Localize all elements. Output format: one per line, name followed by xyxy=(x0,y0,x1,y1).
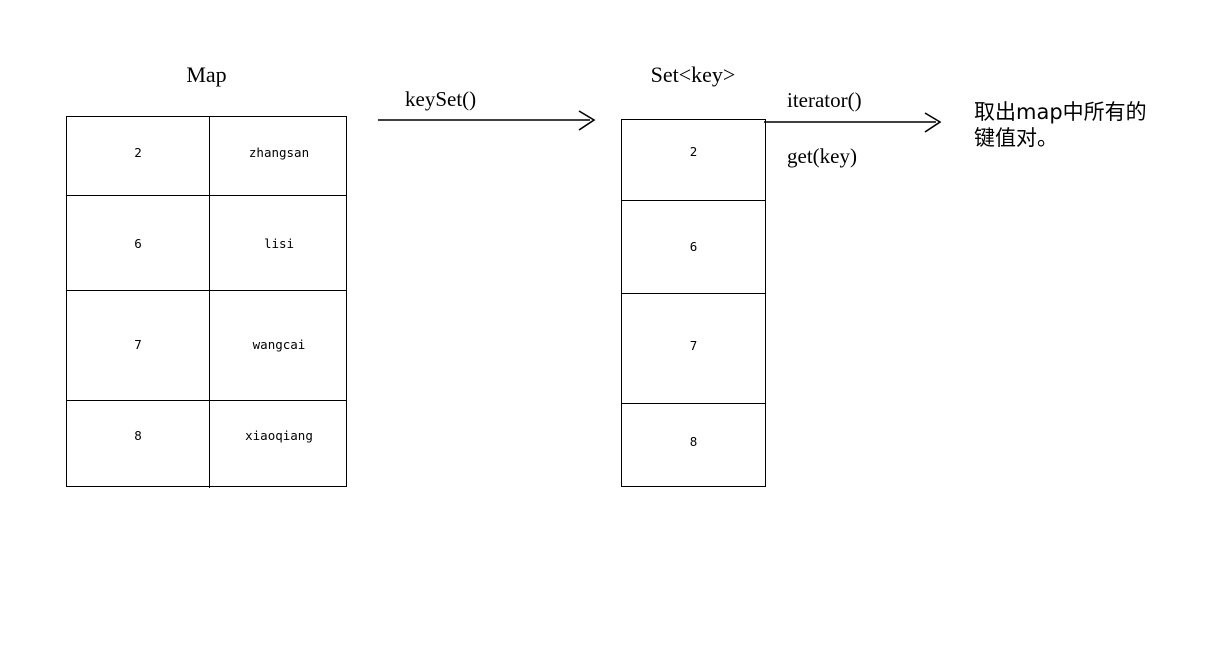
set-table: 2 6 7 8 xyxy=(621,119,766,487)
map-value-text: lisi xyxy=(263,236,295,251)
keyset-arrow-icon xyxy=(378,110,596,131)
map-key-text: 6 xyxy=(134,236,142,251)
set-key-text: 6 xyxy=(689,239,698,254)
set-key-text: 7 xyxy=(689,338,698,353)
table-row: 6 lisi xyxy=(67,196,346,291)
map-value-text: xiaoqiang xyxy=(245,428,313,443)
keyset-arrow-label: keySet() xyxy=(405,87,477,111)
table-row: 8 xyxy=(622,404,765,488)
iterator-arrow-label-top: iterator() xyxy=(787,88,862,112)
set-key-cell: 6 xyxy=(622,201,765,293)
map-key-text: 8 xyxy=(134,428,142,443)
table-row: 8 xiaoqiang xyxy=(67,401,346,488)
map-key-cell: 2 xyxy=(67,117,210,195)
set-key-cell: 2 xyxy=(622,120,765,200)
map-table: 2 zhangsan 6 lisi 7 wangcai 8 xyxy=(66,116,347,488)
table-row: 7 wangcai xyxy=(67,291,346,401)
set-key-text: 8 xyxy=(689,434,698,449)
explanation-note: 取出map中所有的键值对。 xyxy=(974,100,1147,150)
map-value-text: zhangsan xyxy=(248,145,310,160)
table-row: 2 xyxy=(622,120,765,201)
iterator-arrow-label-bottom: get(key) xyxy=(787,144,857,168)
map-key-cell: 8 xyxy=(67,401,210,488)
map-value-text: wangcai xyxy=(252,337,306,352)
set-key-cell: 8 xyxy=(622,404,765,488)
map-value-cell: zhangsan xyxy=(210,117,348,195)
map-key-cell: 7 xyxy=(67,291,210,400)
map-value-cell: lisi xyxy=(210,196,348,290)
table-row: 6 xyxy=(622,201,765,294)
set-title: Set<key> xyxy=(650,62,736,87)
table-row: 2 zhangsan xyxy=(67,117,346,196)
map-key-text: 7 xyxy=(134,337,142,352)
iterator-arrow-icon xyxy=(764,112,942,133)
map-value-cell: wangcai xyxy=(210,291,348,400)
map-key-cell: 6 xyxy=(67,196,210,290)
set-key-text: 2 xyxy=(689,144,698,159)
map-value-cell: xiaoqiang xyxy=(210,401,348,488)
map-title: Map xyxy=(186,62,227,87)
set-key-cell: 7 xyxy=(622,294,765,403)
table-row: 7 xyxy=(622,294,765,404)
map-key-text: 2 xyxy=(134,145,142,160)
